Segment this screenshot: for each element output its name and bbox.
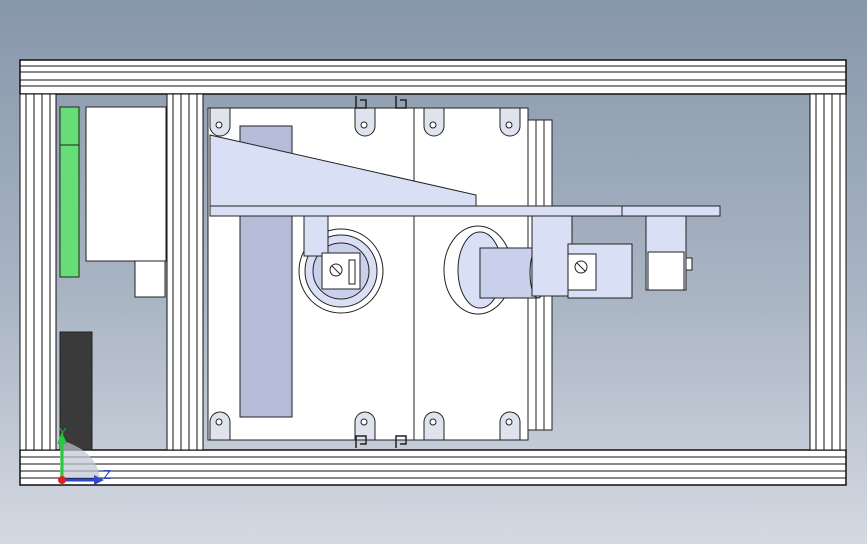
top-frame-rail — [19, 59, 847, 95]
inner-frame-post — [166, 93, 204, 451]
y-axis-label: Y — [58, 426, 67, 440]
bottom-frame-rail — [19, 449, 847, 486]
connector-block — [134, 260, 166, 298]
dark-block — [59, 331, 93, 451]
triad-shadow — [60, 440, 100, 478]
control-box — [85, 106, 167, 262]
right-actuator — [443, 215, 693, 315]
origin-point — [58, 476, 66, 484]
horizontal-rail — [209, 205, 721, 217]
left-rotor — [298, 215, 384, 314]
rail-clips — [355, 96, 407, 448]
green-component — [59, 106, 80, 278]
coordinate-triad: Y Z — [57, 426, 111, 485]
z-axis-label: Z — [103, 468, 111, 482]
left-frame-post — [19, 93, 57, 451]
right-frame-post — [809, 93, 847, 451]
